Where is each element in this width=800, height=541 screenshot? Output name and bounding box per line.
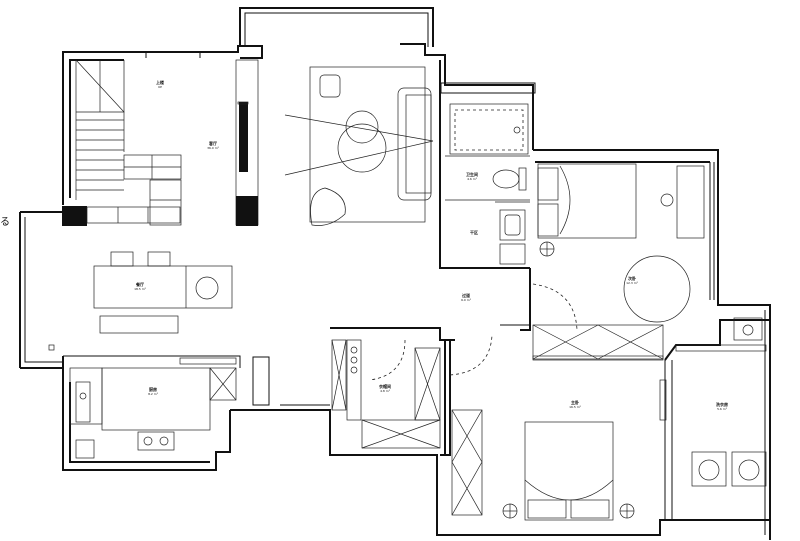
room-name: 卫生间	[466, 172, 478, 177]
room-area: 12.3 m²	[626, 281, 638, 285]
room-label-kitchen: 厨房 8.2 m²	[148, 387, 158, 397]
room-label-living: 客厅 36.0 m²	[207, 141, 219, 151]
room-name: 衣帽间	[379, 384, 391, 389]
room-area: 4.8 m²	[380, 389, 390, 393]
room-area: 18.5 m²	[134, 287, 146, 291]
bathroom-fixtures	[445, 103, 530, 265]
room-name: 次卧	[627, 276, 636, 281]
room-area: 8.2 m²	[148, 392, 158, 396]
room-name: 客厅	[208, 141, 217, 146]
edge-mark: る	[0, 217, 10, 228]
exterior-walls	[19, 7, 771, 540]
room-label-upstairs: 上楼 UP	[156, 80, 164, 90]
laundry-fixtures	[675, 317, 767, 487]
master-bedroom-furniture	[451, 379, 667, 521]
room-name: 餐厅	[135, 282, 144, 287]
room-area: 16.5 m²	[569, 405, 581, 409]
room-label-laundry: 洗衣房 5.6 m²	[716, 402, 728, 412]
room-name: 主卧	[570, 400, 579, 405]
room-label-cloak: 衣帽间 4.8 m²	[379, 384, 391, 394]
cloakroom-furniture	[331, 334, 493, 449]
staircase	[62, 59, 125, 226]
room-area: 5.6 m²	[717, 407, 727, 411]
room-label-master: 主卧 16.5 m²	[569, 400, 581, 410]
room-name: 厨房	[148, 387, 157, 392]
room-name: 干区	[470, 230, 478, 235]
dining-area	[48, 154, 233, 351]
room-area: 6.0 m²	[461, 298, 471, 302]
room-name: 洗衣房	[716, 402, 728, 407]
room-name: 上楼	[156, 80, 164, 85]
room-area: 4.6 m²	[467, 177, 477, 181]
room-label-bedroom2: 次卧 12.3 m²	[626, 276, 638, 286]
kitchen-fixtures	[69, 357, 237, 459]
room-label-dry: 干区	[470, 230, 478, 235]
room-name: 过道	[461, 293, 470, 298]
room-label-bath: 卫生间 4.6 m²	[466, 172, 478, 182]
room-area: UP	[157, 85, 162, 89]
room-label-corridor: 过道 6.0 m²	[461, 293, 471, 303]
room-label-dining: 餐厅 18.5 m²	[134, 282, 146, 292]
room-area: 36.0 m²	[207, 146, 219, 150]
living-furniture	[235, 59, 434, 226]
bedroom2-furniture	[532, 163, 705, 361]
